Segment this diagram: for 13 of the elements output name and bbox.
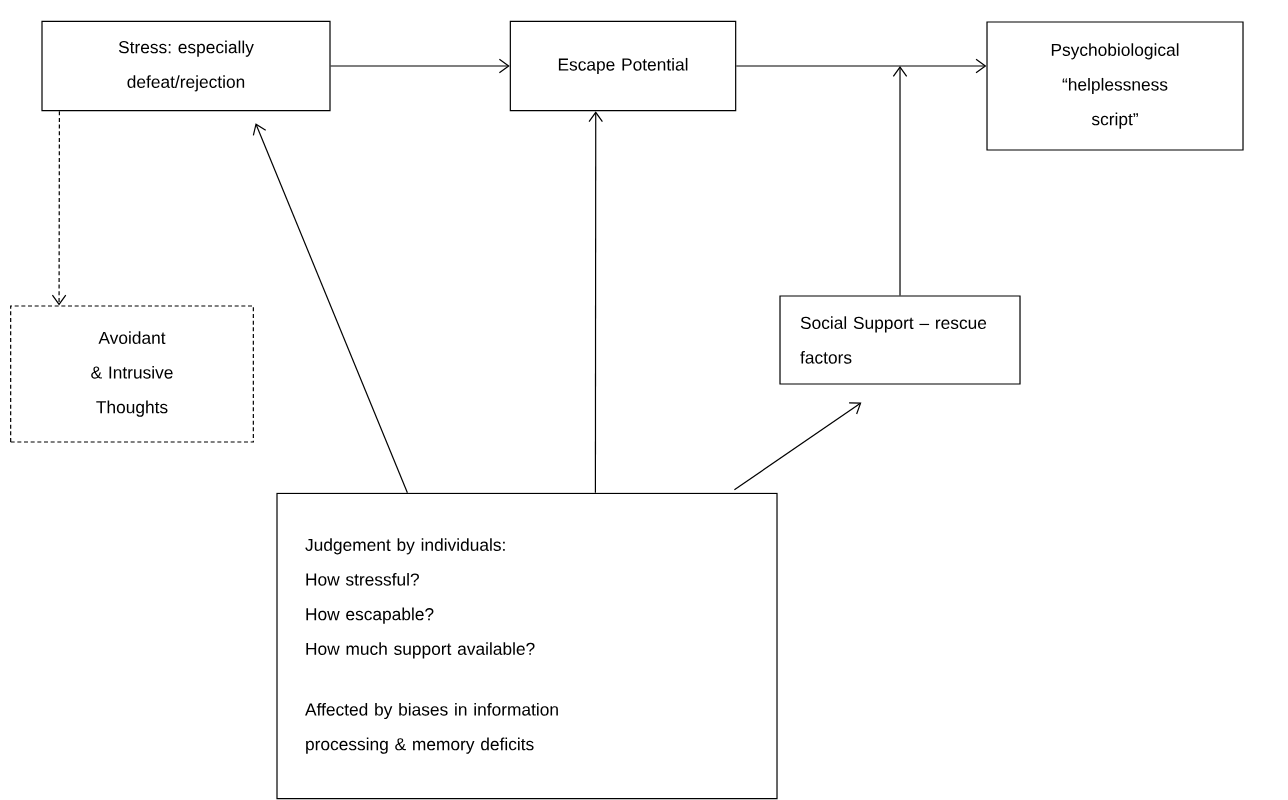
arrow <box>51 110 67 306</box>
process-box: Judgement by individuals: How stressful? How escapable? How much support available? Affected by biases in information processing & memory deficits <box>276 492 778 800</box>
process-box: Stress: especially defeat/rejection <box>41 20 331 112</box>
arrow <box>252 123 408 494</box>
arrow <box>735 58 987 74</box>
arrow <box>330 58 510 74</box>
process-box: Avoidant & Intrusive Thoughts <box>10 305 254 443</box>
process-box: Social Support – rescue factors <box>779 295 1021 385</box>
arrow <box>733 402 862 491</box>
arrow <box>892 66 908 296</box>
process-box: Escape Potential <box>509 20 737 112</box>
arrow <box>588 111 603 494</box>
process-box: Psychobiological “helplessness script” <box>986 21 1244 151</box>
